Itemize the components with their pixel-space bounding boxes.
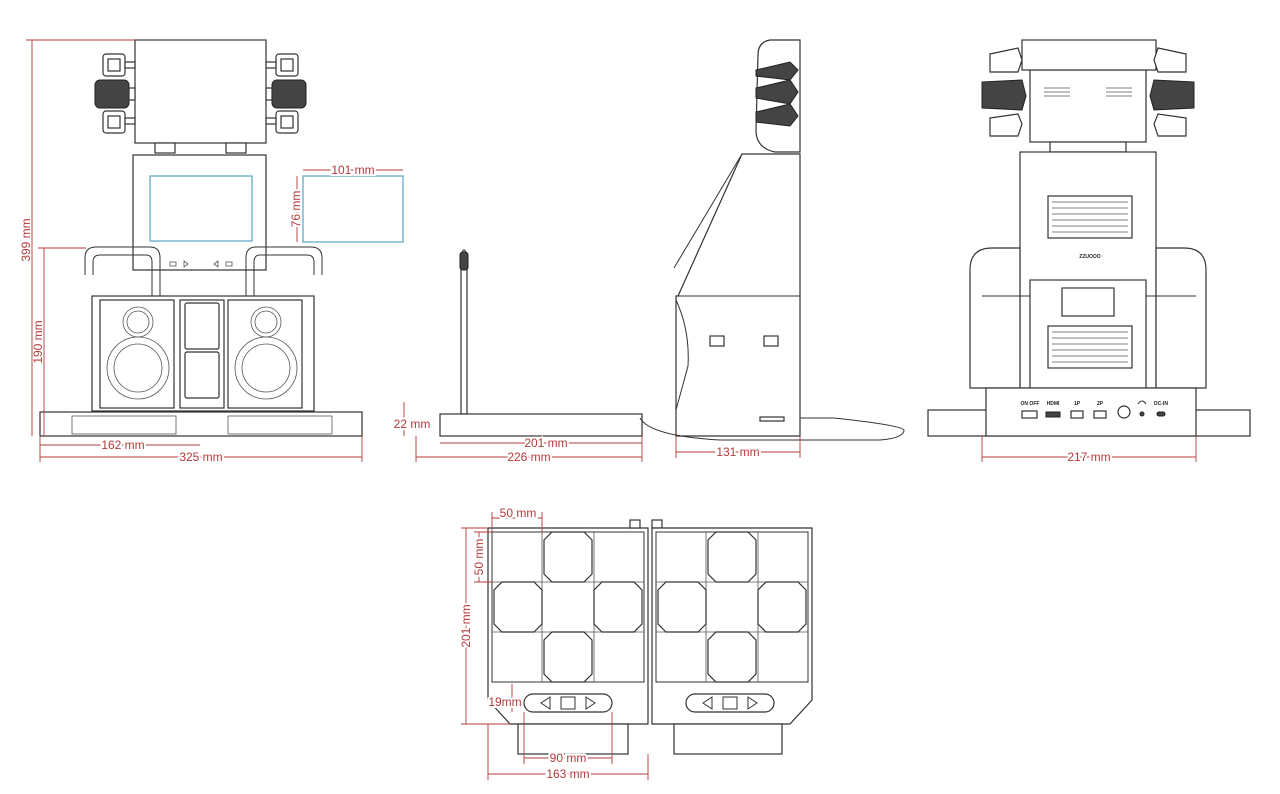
- pad-dimensions: 50 mm 50 mm 201 mm 19mm 90 mm 163 mm: [457, 504, 649, 783]
- dim-panel-width: 50 mm: [500, 506, 537, 520]
- dim-bottom-offset: 19mm: [488, 695, 521, 709]
- headphone-icon: [1137, 400, 1147, 405]
- right-lights: [265, 53, 307, 134]
- right-pad-right-arrow: [757, 581, 807, 633]
- side-view: 131 mm: [639, 39, 905, 461]
- dim-screen-width: 101 mm: [331, 163, 374, 177]
- dim-pole-height: 22 mm: [394, 417, 431, 431]
- headphone-jack: [1139, 411, 1145, 417]
- pole-view: 22 mm 201 mm 226 mm: [392, 249, 643, 466]
- right-pad-down-arrow: [707, 631, 757, 683]
- dim-pad-height: 201 mm: [459, 604, 473, 647]
- dim-total-height: 399 mm: [19, 218, 33, 261]
- port-label-dc-in: DC-IN: [1154, 401, 1168, 407]
- left-pad-down-arrow: [543, 631, 593, 683]
- port-label-power: ON OFF: [1021, 401, 1040, 407]
- hdmi-port: [1045, 411, 1061, 418]
- back-view: ZZUOOO ON OFF HDMI 1P 2P DC-IN 217 mm: [927, 39, 1251, 466]
- dim-screen-height: 76 mm: [289, 191, 303, 228]
- right-pad: [651, 527, 813, 725]
- dim-pole-base-length: 201 mm: [524, 436, 567, 450]
- back-monitor: [1029, 69, 1147, 143]
- dim-back-width: 217 mm: [1067, 450, 1110, 464]
- left-pad-right-arrow: [593, 581, 643, 633]
- left-pad-up-arrow: [543, 531, 593, 583]
- dim-base-width: 162 mm: [101, 438, 144, 452]
- side-cabinet: [675, 153, 801, 437]
- port-label-hdmi: HDMI: [1047, 401, 1060, 407]
- pole: [460, 249, 468, 415]
- usb-2p: [1093, 410, 1107, 419]
- dim-panel-height: 50 mm: [472, 539, 486, 576]
- dance-pad-view: [487, 519, 813, 755]
- dim-control-width: 90 mm: [550, 751, 587, 765]
- front-monitor: [134, 39, 267, 144]
- right-tweeter: [250, 306, 282, 338]
- left-woofer: [106, 336, 170, 400]
- knob: [1117, 405, 1131, 419]
- left-tweeter: [122, 306, 154, 338]
- front-dimensions: 399 mm 190 mm 162 mm 325 mm 101 mm 76 mm: [19, 39, 404, 466]
- front-view: [39, 39, 363, 437]
- right-handle: [245, 246, 323, 415]
- dim-pole-total-length: 226 mm: [507, 450, 550, 464]
- right-woofer: [234, 336, 298, 400]
- dc-in-port: [1156, 411, 1166, 417]
- dim-lower-height: 190 mm: [31, 320, 45, 363]
- pole-base: [439, 413, 643, 437]
- back-brand-logo: ZZUOOO: [1079, 254, 1100, 260]
- port-label-1p: 1P: [1074, 401, 1081, 407]
- right-pad-up-arrow: [707, 531, 757, 583]
- dim-side-depth: 131 mm: [716, 445, 759, 459]
- front-screen: [149, 175, 253, 242]
- left-handle: [84, 246, 161, 415]
- dim-total-width: 325 mm: [179, 450, 222, 464]
- left-lights: [94, 53, 136, 134]
- right-pad-left-arrow: [657, 581, 707, 633]
- port-label-2p: 2P: [1097, 401, 1104, 407]
- dim-pad-total-width: 163 mm: [546, 767, 589, 781]
- left-pad-left-arrow: [493, 581, 543, 633]
- power-switch: [1021, 410, 1038, 419]
- usb-1p: [1070, 410, 1084, 419]
